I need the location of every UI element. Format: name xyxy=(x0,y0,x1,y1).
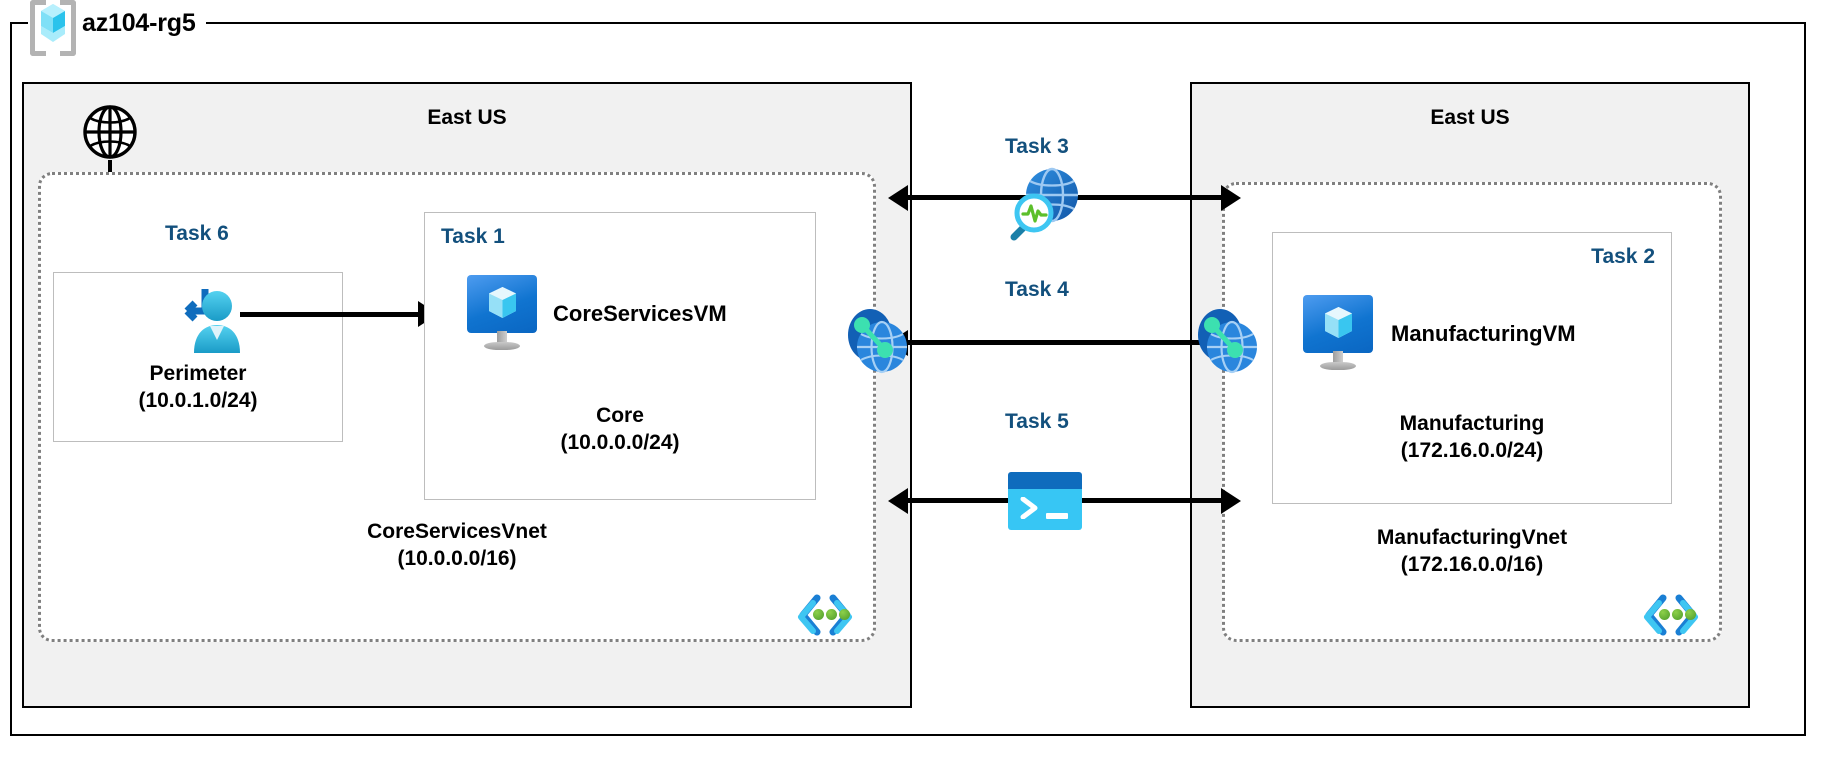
subnet-perimeter: Perimeter (10.0.1.0/24) xyxy=(53,272,343,442)
subnet-manufacturing-cidr: (172.16.0.0/24) xyxy=(1400,438,1544,462)
subnet-core-name: Core xyxy=(596,404,644,427)
task-2-label: Task 2 xyxy=(1591,245,1655,268)
vnet-coreservices-name: CoreServicesVnet xyxy=(367,520,547,543)
resource-group-icon xyxy=(30,0,76,56)
task-4-arrow-line xyxy=(905,340,1225,345)
cloud-shell-icon xyxy=(1008,472,1082,530)
task-6-label: Task 6 xyxy=(165,222,229,245)
subnet-code-brackets-icon xyxy=(797,593,853,637)
virtual-machine-icon-manufacturing xyxy=(1303,295,1373,373)
task-1-label: Task 1 xyxy=(441,225,505,248)
vm-name-coreservices: CoreServicesVM xyxy=(553,301,727,326)
virtual-machine-icon-core xyxy=(467,275,537,353)
arrow-perimeter-to-core-line xyxy=(240,312,422,317)
resource-group-header: az104-rg5 xyxy=(28,0,206,56)
user-access-icon xyxy=(169,285,247,357)
task-3-arrow-head-left xyxy=(888,185,908,211)
vnet-manufacturing-cidr: (172.16.0.0/16) xyxy=(1400,552,1544,576)
vnet-manufacturing-label: ManufacturingVnet (172.16.0.0/16) xyxy=(1225,525,1719,579)
network-watcher-icon xyxy=(1000,165,1088,243)
subnet-perimeter-name: Perimeter xyxy=(149,362,247,385)
region-right-title: East US xyxy=(1430,106,1510,129)
subnet-manufacturing-name: Manufacturing xyxy=(1399,412,1545,435)
subnet-perimeter-label: Perimeter (10.0.1.0/24) xyxy=(54,361,342,415)
subnet-core-cidr: (10.0.0.0/24) xyxy=(560,430,680,454)
vnet-peering-icon-left xyxy=(840,305,912,377)
vnet-coreservices-cidr: (10.0.0.0/16) xyxy=(397,546,517,570)
vm-name-manufacturing: ManufacturingVM xyxy=(1391,321,1576,346)
subnet-code-brackets-icon-right xyxy=(1643,593,1699,637)
resource-group-name: az104-rg5 xyxy=(82,8,196,37)
vnet-coreservices-label: CoreServicesVnet (10.0.0.0/16) xyxy=(41,519,873,573)
task-5-label: Task 5 xyxy=(1005,410,1069,433)
subnet-core: Task 1 CoreServicesVM Core (10.0.0.0/24) xyxy=(424,212,816,500)
task-3-label: Task 3 xyxy=(1005,135,1069,158)
subnet-perimeter-cidr: (10.0.1.0/24) xyxy=(138,388,258,412)
region-left-title: East US xyxy=(427,106,507,129)
subnet-manufacturing: Task 2 ManufacturingVM Manufacturing (17… xyxy=(1272,232,1672,504)
task-4-label: Task 4 xyxy=(1005,278,1069,301)
task-3-arrow-head-right xyxy=(1221,185,1241,211)
globe-icon xyxy=(82,104,138,160)
task-5-arrow-head-left xyxy=(888,488,908,514)
subnet-core-label: Core (10.0.0.0/24) xyxy=(425,403,815,457)
vnet-peering-icon-right xyxy=(1190,305,1262,377)
subnet-manufacturing-label: Manufacturing (172.16.0.0/24) xyxy=(1273,411,1671,465)
vnet-manufacturing-name: ManufacturingVnet xyxy=(1376,526,1568,549)
task-5-arrow-head-right xyxy=(1221,488,1241,514)
